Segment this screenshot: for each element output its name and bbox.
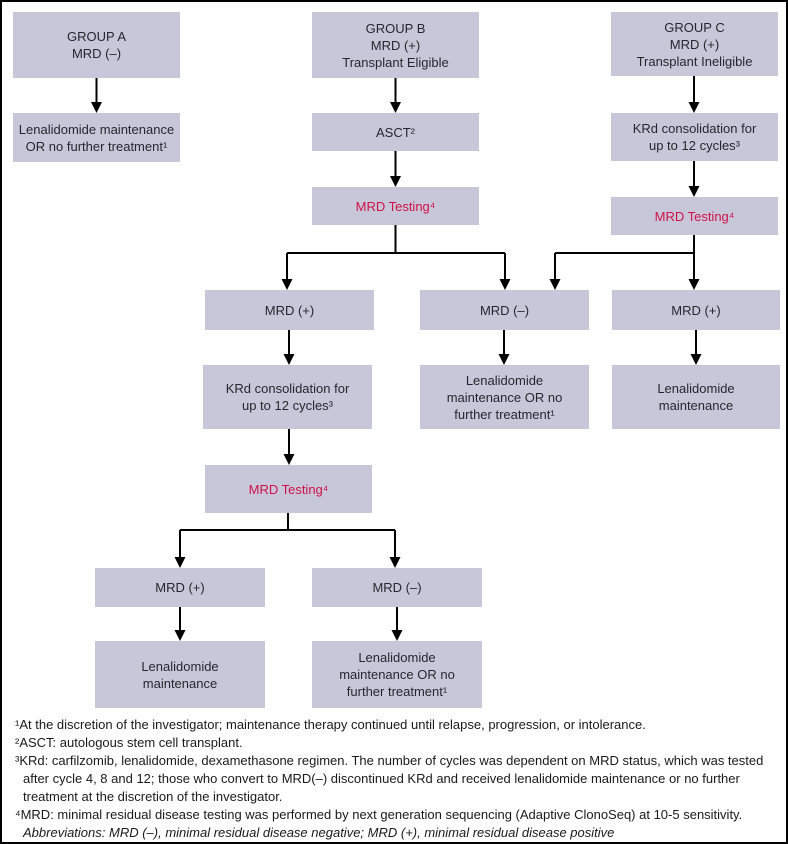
node-shared-maintenance-or-none: Lenalidomide maintenance OR no further t… bbox=[420, 365, 589, 429]
node-group-c-mrd-testing: MRD Testing⁴ bbox=[611, 197, 778, 235]
node-group-b-mrd-testing: MRD Testing⁴ bbox=[312, 187, 479, 225]
node-group-c-krd-consolidation: KRd consolidation for up to 12 cycles³ bbox=[611, 113, 778, 161]
node-group-b-mrd-positive: MRD (+) bbox=[205, 290, 374, 330]
footnote-3-line-2: after cycle 4, 8 and 12; those who conve… bbox=[23, 771, 740, 786]
node-group-c-mrd-positive: MRD (+) bbox=[612, 290, 780, 330]
footnotes: ¹At the discretion of the investigator; … bbox=[15, 716, 781, 842]
node-group-b-mrd-testing-2: MRD Testing⁴ bbox=[205, 465, 372, 513]
node-group-b2-mrd-negative: MRD (–) bbox=[312, 568, 482, 607]
footnote-3-line-3: treatment at the discretion of the inves… bbox=[23, 789, 283, 804]
node-group-b-krd-consolidation: KRd consolidation for up to 12 cycles³ bbox=[203, 365, 372, 429]
node-group-c-maintenance: Lenalidomide maintenance bbox=[612, 365, 780, 429]
node-shared-mrd-negative: MRD (–) bbox=[420, 290, 589, 330]
node-group-a: GROUP A MRD (–) bbox=[13, 12, 180, 78]
flow-connectors-graphic bbox=[91, 76, 702, 641]
node-group-b2-maintenance-or-none: Lenalidomide maintenance OR no further t… bbox=[312, 641, 482, 708]
node-group-b: GROUP B MRD (+) Transplant Eligible bbox=[312, 12, 479, 78]
abbreviations-note: Abbreviations: MRD (–), minimal residual… bbox=[23, 825, 615, 840]
node-asct: ASCT² bbox=[312, 113, 479, 151]
footnote-4: ⁴MRD: minimal residual disease testing w… bbox=[15, 807, 743, 822]
footnote-2: ²ASCT: autologous stem cell transplant. bbox=[15, 735, 243, 750]
node-group-c: GROUP C MRD (+) Transplant Ineligible bbox=[611, 12, 778, 76]
node-group-b2-maintenance: Lenalidomide maintenance bbox=[95, 641, 265, 708]
footnote-3-line-1: ³KRd: carfilzomib, lenalidomide, dexamet… bbox=[15, 753, 764, 768]
footnote-1: ¹At the discretion of the investigator; … bbox=[15, 717, 646, 732]
node-group-b2-mrd-positive: MRD (+) bbox=[95, 568, 265, 607]
node-group-a-treatment: Lenalidomide maintenance OR no further t… bbox=[13, 113, 180, 162]
